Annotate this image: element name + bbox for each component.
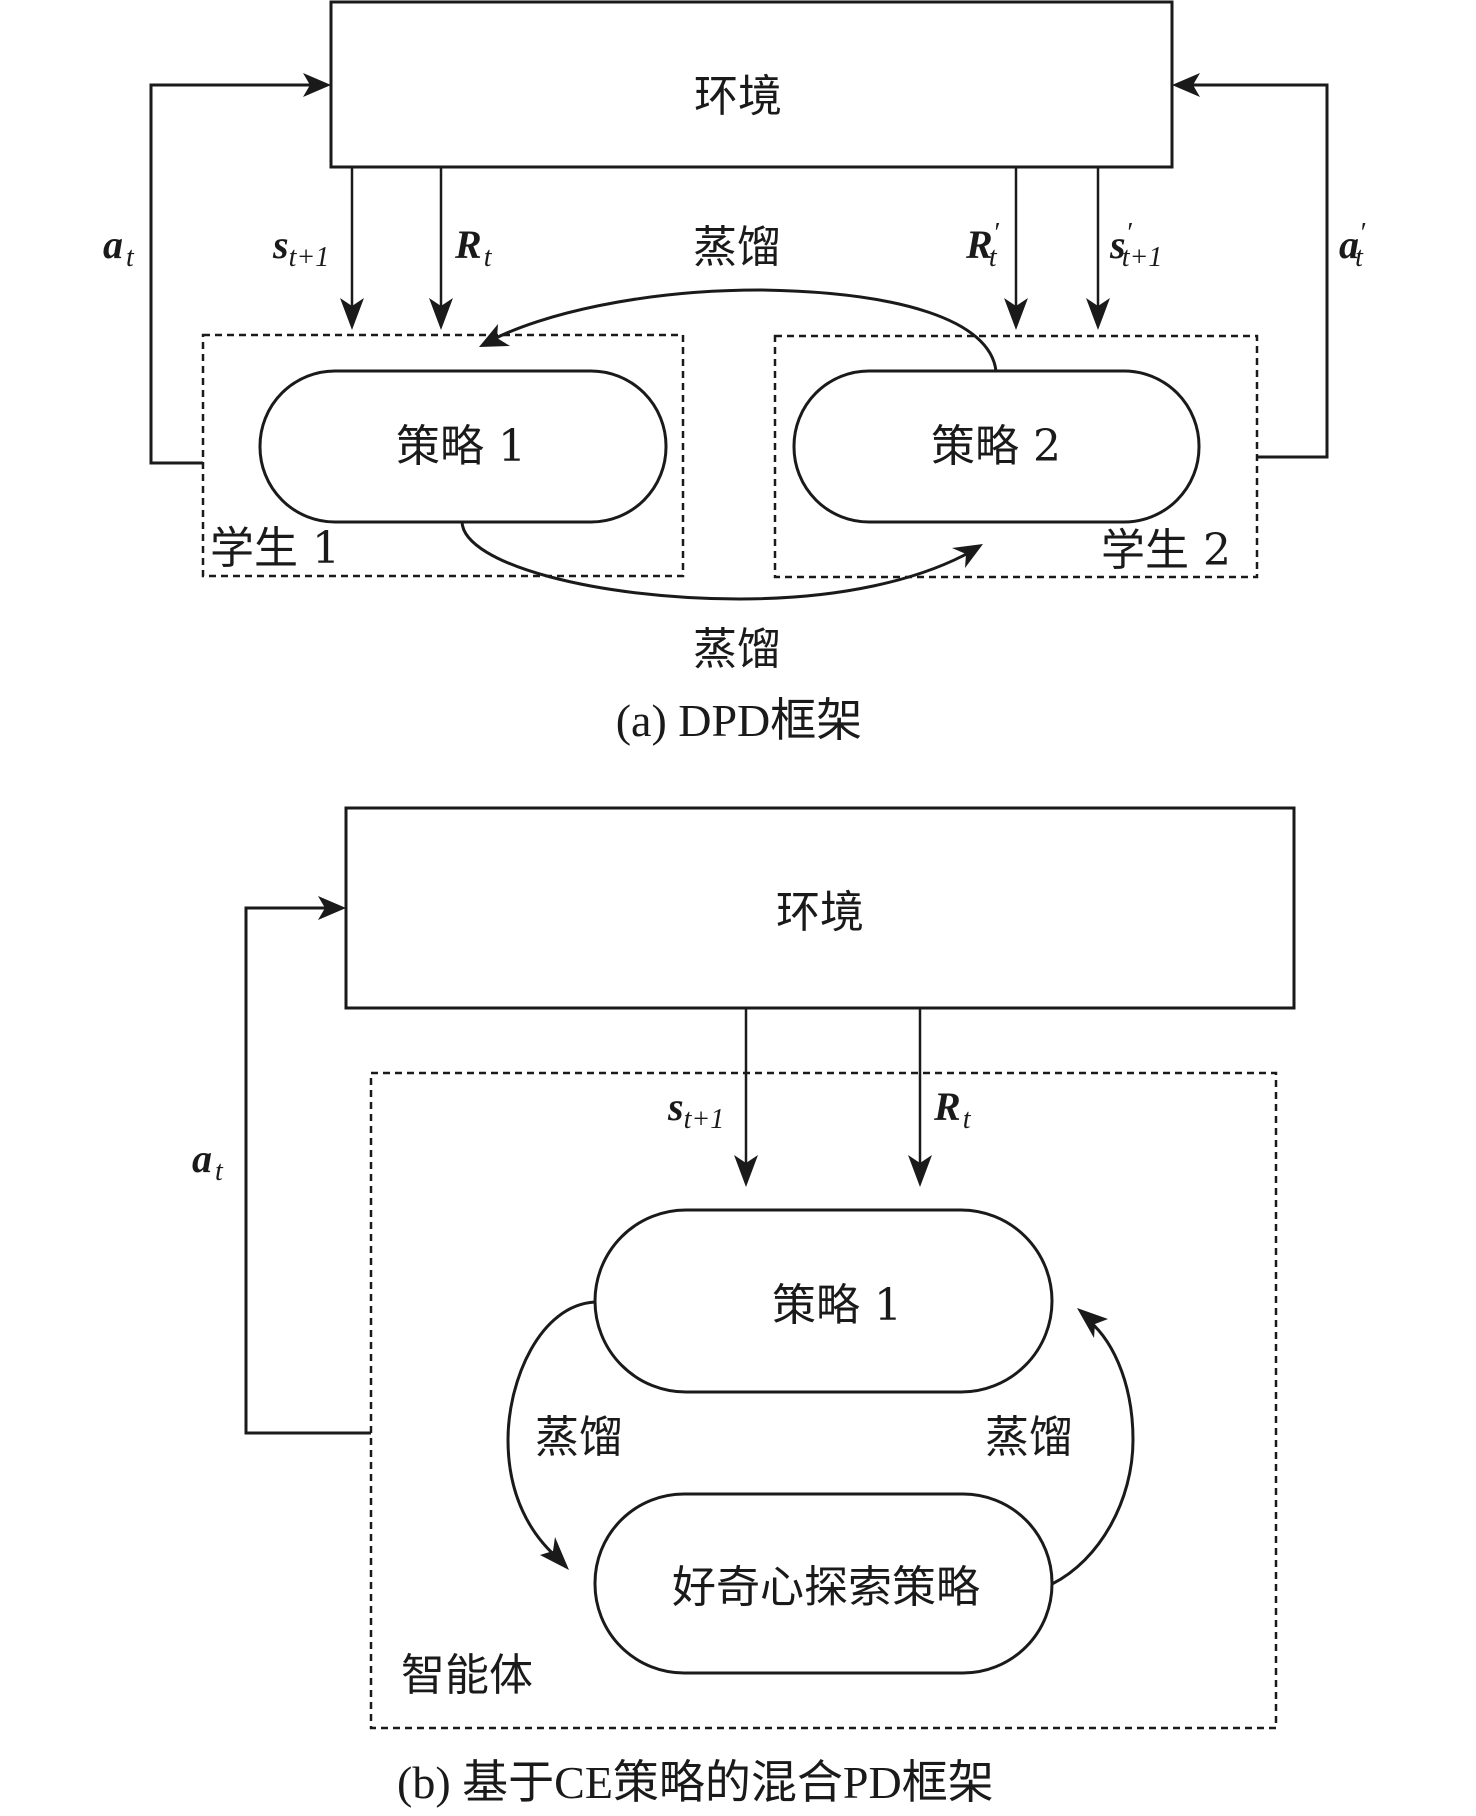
distill-arrow-top: [479, 288, 998, 372]
environment-box-a: [329, 0, 1174, 169]
distill-label-left: 蒸馏: [535, 1412, 623, 1463]
policy2-label: 策略 2: [931, 421, 1061, 472]
reward-arrow-b: [908, 1008, 932, 1187]
caption-a: (a) DPD框架: [616, 695, 863, 746]
distill-label-bottom: 蒸馏: [693, 624, 781, 675]
caption-b: (b) 基于CE策略的混合PD框架: [397, 1757, 994, 1808]
action-arrow-b: [244, 896, 371, 1435]
state1-arrow: [340, 167, 364, 330]
distill-label-top: 蒸馏: [693, 222, 781, 273]
environment-box-b: [344, 806, 1296, 1010]
environment-label-a: 环境: [694, 71, 782, 122]
state-arrow-b: [734, 1008, 758, 1187]
reward2-arrow: [1004, 167, 1028, 330]
state1-label: st+1: [272, 222, 329, 273]
student1-box: [201, 333, 685, 578]
reward2-label: R′t: [965, 218, 1000, 273]
state-label-b: st+1: [667, 1084, 724, 1135]
action1-arrow: [149, 73, 331, 465]
reward-label-b: Rt: [933, 1084, 972, 1135]
agent-label: 智能体: [401, 1650, 533, 1701]
reward1-arrow: [429, 167, 453, 330]
reward1-label: Rt: [454, 222, 493, 273]
curiosity-policy-label: 好奇心探索策略: [672, 1562, 980, 1613]
student1-label: 学生 1: [210, 523, 340, 574]
policy1-label-b: 策略 1: [772, 1280, 902, 1331]
distill-arrow-left: [506, 1300, 596, 1570]
state2-label: s′t+1: [1109, 218, 1162, 273]
student2-label: 学生 2: [1101, 525, 1231, 576]
distill-label-right: 蒸馏: [985, 1412, 1073, 1463]
state2-arrow: [1086, 167, 1110, 330]
distill-arrow-right: [1051, 1308, 1135, 1586]
action2-label: a′t: [1339, 218, 1366, 273]
policy2-node: [792, 369, 1201, 524]
policy1-label-a: 策略 1: [396, 421, 526, 472]
policy1-node-b: [593, 1208, 1054, 1394]
distill-arrow-bottom: [460, 521, 983, 601]
environment-label-b: 环境: [776, 887, 864, 938]
action2-arrow: [1172, 73, 1329, 459]
